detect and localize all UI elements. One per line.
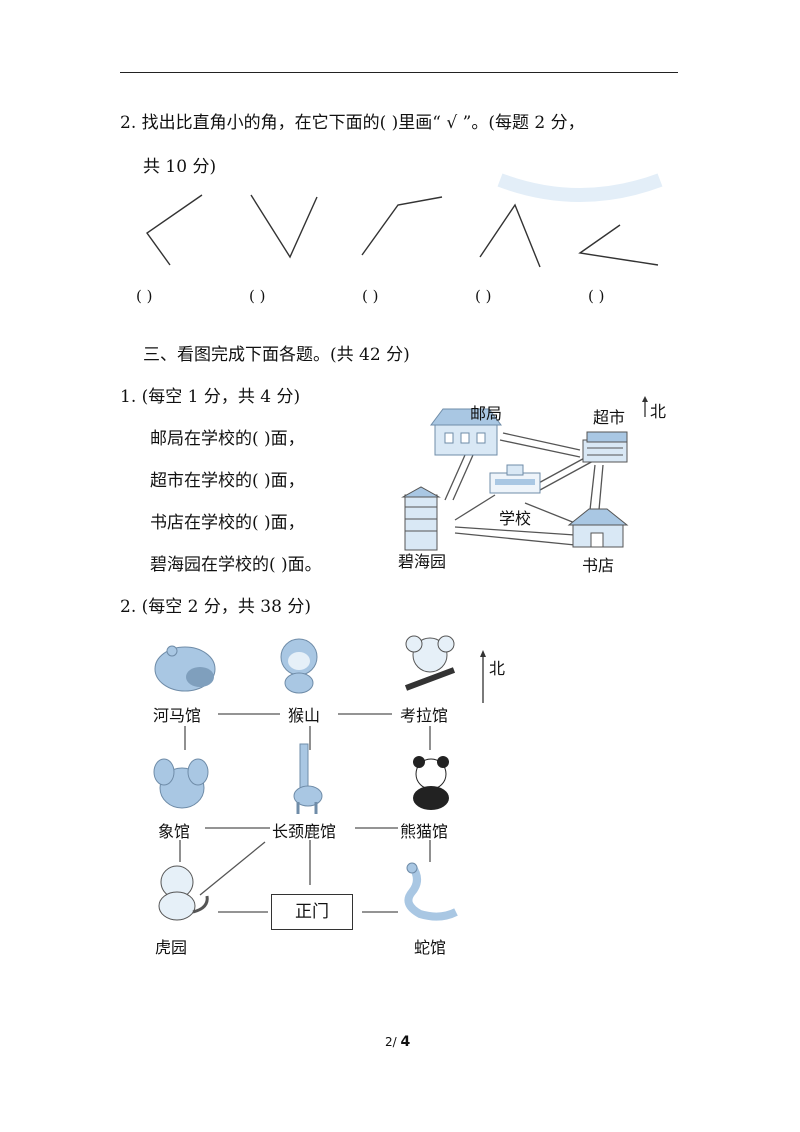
angle-3 xyxy=(361,196,443,256)
angle-1 xyxy=(146,194,203,266)
monkey-icon xyxy=(280,638,318,694)
zoo-label-elephant: 象馆 xyxy=(158,822,191,841)
map-label-supermarket: 超市 xyxy=(593,408,626,427)
zoo-label-monkey: 猴山 xyxy=(288,706,321,725)
elephant-icon xyxy=(153,758,209,809)
page-number: 2/ 4 xyxy=(385,1034,410,1050)
map-label-post-office: 邮局 xyxy=(470,404,503,423)
answer-blank-4[interactable]: ( ) xyxy=(475,287,492,305)
north-arrow-icon xyxy=(642,396,648,417)
zoo-label-koala: 考拉馆 xyxy=(400,706,449,725)
answer-blank-3[interactable]: ( ) xyxy=(362,287,379,305)
s3-q1-item-1: 邮局在学校的( )面， xyxy=(150,429,305,449)
koala-icon xyxy=(404,635,456,691)
q2-prompt-line2: 共 10 分) xyxy=(143,157,217,177)
section3-title: 三、看图完成下面各题。(共 42 分) xyxy=(143,345,410,365)
zoo-label-tiger: 虎园 xyxy=(155,938,188,957)
hippo-icon xyxy=(154,645,216,692)
zoo-label-snake: 蛇馆 xyxy=(414,938,447,957)
zoo-label-hippo: 河马馆 xyxy=(153,706,202,725)
north-arrow-icon xyxy=(480,650,486,703)
angle-figures xyxy=(146,194,659,268)
s3-q1-item-3: 书店在学校的( )面， xyxy=(150,513,305,533)
school-icon xyxy=(489,464,541,494)
zoo-gate: 正门 xyxy=(271,894,353,930)
top-divider xyxy=(120,72,678,73)
map-label-bookstore: 书店 xyxy=(582,556,615,575)
s3-q1-item-4: 碧海园在学校的( )面。 xyxy=(150,555,322,575)
watermark-logo xyxy=(497,173,663,202)
s3-q2-header: 2. (每空 2 分，共 38 分) xyxy=(120,597,311,617)
answer-blank-1[interactable]: ( ) xyxy=(136,287,153,305)
snake-icon xyxy=(404,862,458,921)
giraffe-icon xyxy=(293,743,323,814)
zoo-label-giraffe: 长颈鹿馆 xyxy=(272,822,337,841)
supermarket-icon xyxy=(582,431,628,463)
north-label: 北 xyxy=(650,402,667,421)
apartment-tower-icon xyxy=(401,486,441,551)
post-office-icon xyxy=(430,408,502,456)
panda-icon xyxy=(413,756,449,810)
q2-prompt-line1: 2. 找出比直角小的角，在它下面的( )里画“ √ ”。(每题 2 分， xyxy=(120,113,585,133)
town-map xyxy=(401,408,629,551)
answer-blank-2[interactable]: ( ) xyxy=(249,287,266,305)
bookstore-icon xyxy=(567,508,629,548)
zoo-label-panda: 熊猫馆 xyxy=(400,822,449,841)
map-label-bihaiyuan: 碧海园 xyxy=(398,552,447,571)
north-label: 北 xyxy=(489,659,506,678)
map-label-school: 学校 xyxy=(499,509,532,528)
s3-q1-header: 1. (每空 1 分，共 4 分) xyxy=(120,387,301,407)
s3-q1-item-2: 超市在学校的( )面， xyxy=(150,471,305,491)
angle-2 xyxy=(250,194,318,259)
angle-4 xyxy=(479,203,541,268)
answer-blank-5[interactable]: ( ) xyxy=(588,287,605,305)
angle-5 xyxy=(578,224,659,266)
page-current: 2/ xyxy=(385,1035,397,1049)
page-total: 4 xyxy=(400,1034,411,1050)
zoo-map-paths xyxy=(179,713,431,913)
tiger-icon xyxy=(158,865,209,921)
